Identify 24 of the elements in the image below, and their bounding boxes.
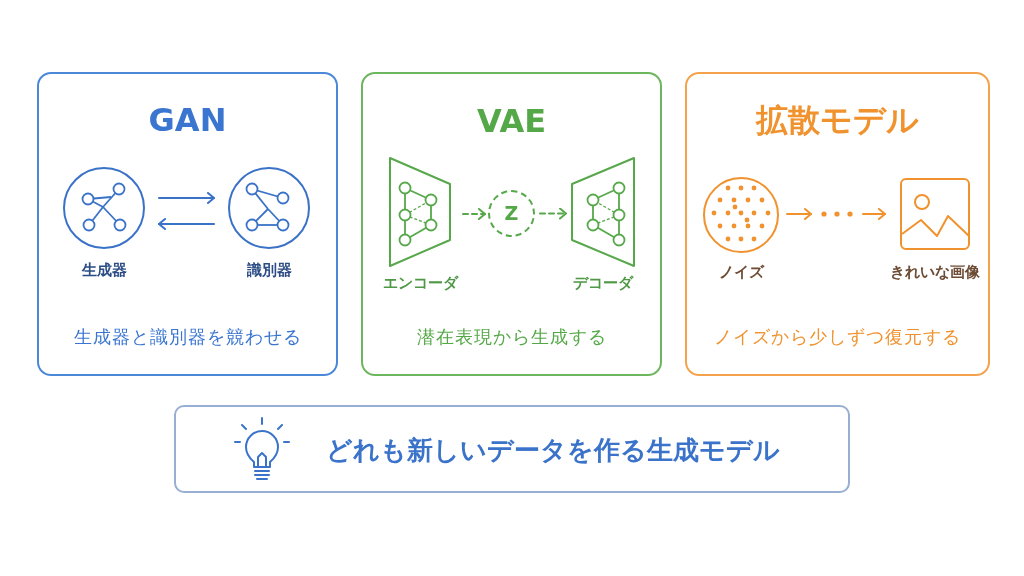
panel-caption: ノイズから少しずつ復元する [714,325,961,349]
node-label: 識別器 [246,260,292,280]
summary-text: どれも新しいデータを作る生成モデル [326,434,780,467]
dashed-arrow [462,208,486,220]
arrow [862,208,886,220]
panel-caption: 生成器と識別器を競わせる [73,325,302,349]
node-label: エンコーダ [382,273,458,293]
panel [685,72,990,376]
summary-box [174,405,850,493]
node-label: デコーダ [573,273,633,293]
dashed-arrow [539,207,567,220]
panel-caption: 潜在表現から生成する [416,325,607,349]
node-label: 生成器 [81,260,127,280]
panel-heading: VAE [476,101,547,141]
panel [37,72,338,376]
arrow [158,218,215,230]
dashed-circle: Z [488,190,535,237]
node-label: きれいな画像 [890,262,980,282]
panel-heading: GAN [148,100,227,140]
arrow [158,192,215,204]
arrow [786,208,812,220]
node-label: ノイズ [718,262,764,282]
panel-heading: 拡散モデル [756,100,919,140]
panel [361,72,662,376]
